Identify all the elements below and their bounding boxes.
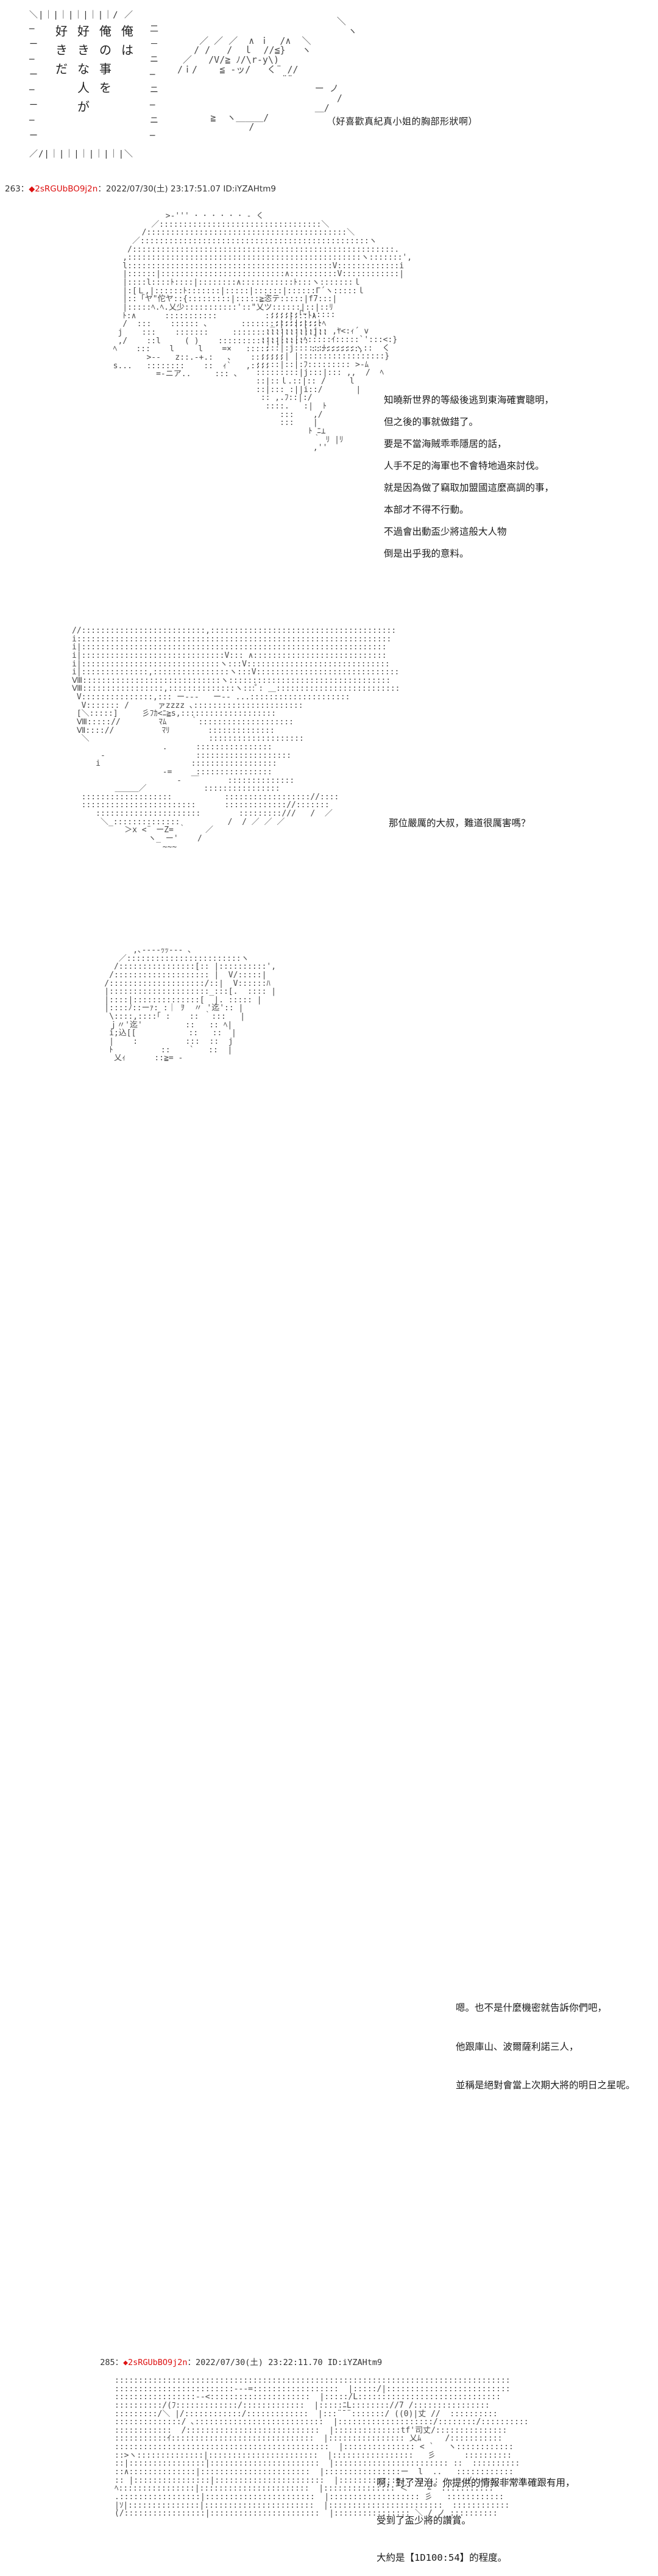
post-meta: ：2022/07/30(土) 23:22:11.70 ID:iYZAHtm9 [187,2358,383,2368]
post-meta: ：2022/07/30(土) 23:17:51.07 ID:iYZAHtm9 [97,184,276,194]
box-top-border: ＼|｜|｜|｜|｜|｜/ ／ [29,10,134,20]
ascii-art-character-2: //::::::::::::::::::::::::::,:::::::::::… [72,626,400,852]
ascii-art-character-1: >‐''' ･ ･ ･ ･ ･ ･ ‐ く ／:::::::::::::::::… [113,212,412,379]
dialog-post-263: 知曉新世界的等級後逃到東海確實聰明， 但之後的事就做錯了。 要是不當海賊乖乖隱居… [384,394,554,559]
trip-code-link[interactable]: 2sRGUbBO9j2n [127,2358,188,2368]
ascii-art-face-closeup: ＼ ヽ ／ ／ ／ ∧ ｉ /∧ ＼ / / / ｌ //≦} ヽ ／ /V/≧… [177,16,357,133]
box-bottom-border: ／/|｜|｜|｜|｜|｜|＼ [29,149,134,159]
ascii-art-character-3: ,､----ｯｯ--- ､ ／::::::::::::::::::::::::ヽ… [85,946,635,2563]
post-header-263: 263：◆2sRGUbBO9j2n：2022/07/30(土) 23:17:51… [5,182,276,194]
dialog-panel-4: 嗯。也不是什麼機密就告訴你們吧， 他跟庫山、波爾薩利諾三人， 並稱是絕對會當上次… [456,2002,635,2091]
box-right-border: 二 － ニ ─ ニ ─ ニ ─ [150,24,159,141]
ascii-art-character-1-hair: ::::::｢ｰ'::::: _::::|::::ﾄ ::::::::|:j::… [256,310,398,453]
vertical-text-box: ＼|｜|｜|｜|｜|｜/ ／ ／/|｜|｜|｜|｜|｜|＼ ─ ー ─ ー ─ … [29,9,163,160]
trip-diamond-icon: ◆ [29,185,35,194]
vertical-column-3: 俺の事を [99,24,111,95]
vertical-column-4: 俺は [121,24,133,57]
post-header-285: 285：◆2sRGUbBO9j2n：2022/07/30(土) 23:22:11… [90,2350,382,2367]
box-left-border: ─ ー ─ ー ─ ー ─ ー [29,24,38,141]
dialog-post-285: 啊，對了涅治。你提供的情報非常準確跟有用， 受到了盃少將的讚賞。 大約是【1D1… [377,2477,575,2563]
vertical-column-2: 好きな人が [77,24,90,114]
post-number: 263： [5,184,29,194]
post-number: 285： [100,2358,124,2368]
trip-code-link[interactable]: 2sRGUbBO9j2n [35,184,98,194]
dialog-panel-3: 那位嚴厲的大叔，難道很厲害嗎？ [389,818,531,829]
top-caption: （好喜歡真紀真小姐的胸部形狀啊） [327,116,478,127]
vertical-text-columns: 好きだ 好きな人が 俺の事を 俺は [54,22,145,144]
trip-diamond-icon: ◆ [123,2358,128,2368]
vertical-column-1: 好きだ [55,24,68,76]
